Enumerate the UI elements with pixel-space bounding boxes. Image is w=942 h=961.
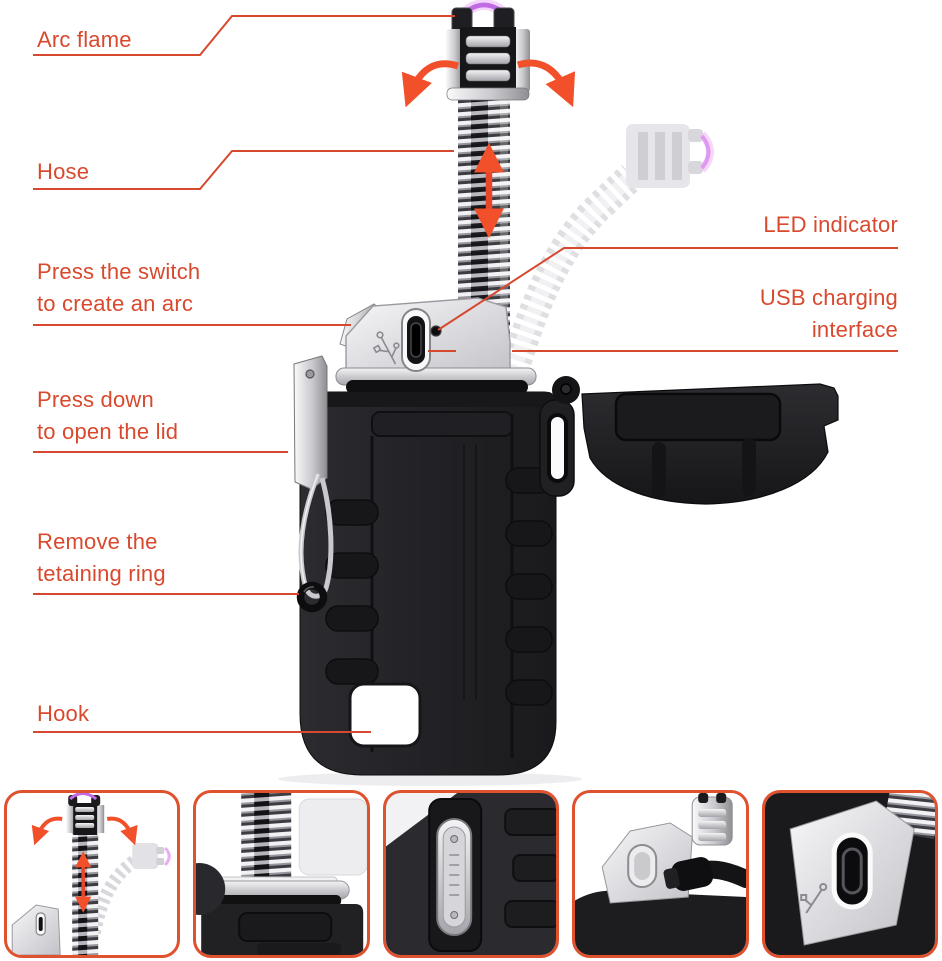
label-hook: Hook bbox=[37, 701, 90, 726]
leader-lines bbox=[33, 15, 898, 733]
led-indicator-dot bbox=[430, 325, 442, 337]
top-cap bbox=[335, 297, 537, 394]
label-hose: Hose bbox=[37, 159, 90, 184]
ignition-switch bbox=[339, 303, 384, 349]
label-press-switch: Press the switch to create an arc bbox=[37, 259, 201, 316]
label-arc-flame: Arc flame bbox=[37, 27, 132, 52]
bend-left-arrow-icon bbox=[401, 60, 460, 108]
flexible-hose bbox=[458, 94, 510, 384]
label-remove-ring: Remove the tetaining ring bbox=[37, 529, 166, 586]
label-press-down: Press down to open the lid bbox=[37, 387, 179, 444]
leader-hose bbox=[33, 150, 454, 190]
thumb4-art bbox=[575, 793, 746, 955]
wire-loop bbox=[298, 473, 334, 599]
grip-ribs bbox=[325, 467, 553, 706]
ghost-bent-hose bbox=[499, 124, 714, 375]
lighter-body bbox=[278, 391, 582, 786]
cap-collar bbox=[346, 380, 528, 394]
thumb-bendable-hose-demo bbox=[4, 790, 181, 958]
thumb-side-clip-closeup bbox=[382, 790, 560, 958]
bend-arrows bbox=[401, 59, 576, 108]
side-clip bbox=[293, 355, 334, 613]
open-lid bbox=[552, 376, 839, 505]
thumb-usb-cable-charging bbox=[572, 790, 749, 958]
retaining-ring bbox=[296, 581, 328, 613]
thumb5-art bbox=[764, 793, 936, 955]
thumb-usb-port-closeup bbox=[761, 790, 939, 958]
arc-glow bbox=[456, 0, 510, 22]
thumb-hose-base-closeup bbox=[193, 790, 370, 958]
lanyard-slot bbox=[547, 413, 568, 483]
thumb1-art bbox=[11, 793, 171, 955]
label-led-indicator: LED indicator bbox=[763, 212, 898, 237]
usb-symbol-icon bbox=[372, 331, 400, 365]
thumbnail-row bbox=[0, 790, 942, 958]
ghost-head bbox=[626, 124, 714, 188]
ghost-arc-icon bbox=[698, 131, 714, 173]
hook-cutout bbox=[348, 682, 422, 748]
clip-screw bbox=[305, 369, 315, 379]
usb-c-port bbox=[401, 308, 431, 372]
label-usb-charging: USB charging interface bbox=[759, 285, 898, 342]
lid-hinge bbox=[552, 376, 580, 404]
thumb3-art bbox=[385, 793, 557, 955]
arc-spark-icon bbox=[459, 2, 507, 18]
bend-right-arrow-icon bbox=[516, 59, 576, 108]
cap-base-plate bbox=[335, 367, 537, 386]
thumb2-art bbox=[196, 793, 367, 955]
body-screw bbox=[309, 400, 321, 412]
shadow bbox=[278, 772, 582, 786]
electrode-head bbox=[446, 0, 530, 101]
